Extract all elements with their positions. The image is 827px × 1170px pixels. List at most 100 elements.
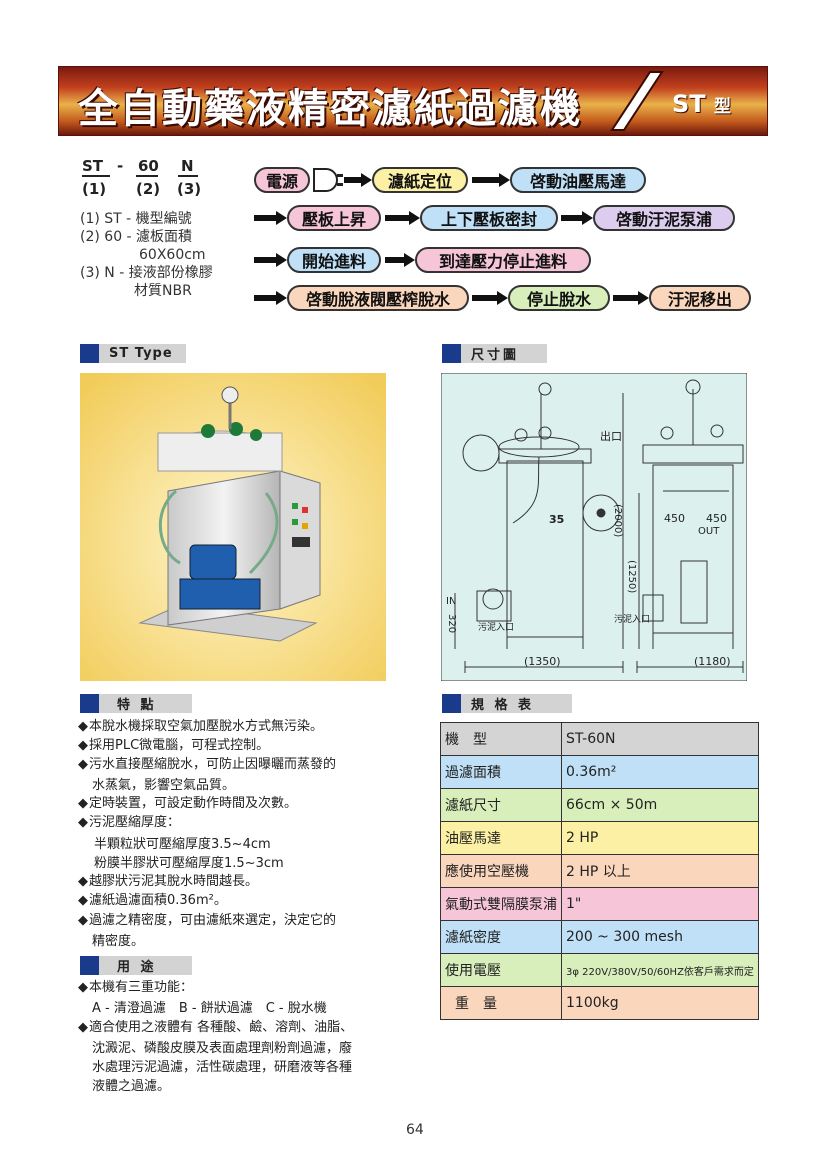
feature-text: 污水直接壓縮脫水，可防止因曝曬而蒸發的 xyxy=(89,757,337,772)
spec-key: 油壓馬達 xyxy=(440,821,562,855)
feature-item: ◆濾紙過濾面積0.36m²。 xyxy=(78,891,227,910)
flow-start-hydraulic-motor: 啓動油壓馬達 xyxy=(510,167,646,193)
drawing-label-outlet: 出口 xyxy=(600,430,622,443)
bullet-icon: ◆ xyxy=(78,913,88,928)
flow-stop-dewater: 停止脫水 xyxy=(508,285,610,311)
page-number: 64 xyxy=(406,1122,424,1138)
feature-item: ◆越膠狀污泥其脫水時間越長。 xyxy=(78,872,258,891)
spec-key: 濾紙密度 xyxy=(440,920,562,954)
flow-paper-position: 濾紙定位 xyxy=(372,167,468,193)
spec-key: 濾紙尺寸 xyxy=(440,788,562,822)
spec-key: 應使用空壓機 xyxy=(440,854,562,888)
usage-item: ◆本機有三重功能： xyxy=(78,978,193,997)
spec-key: 使用電壓 xyxy=(440,953,562,987)
feature-item: ◆定時裝置，可設定動作時間及次數。 xyxy=(78,794,297,813)
spec-value: 200 ~ 300 mesh xyxy=(561,920,759,954)
usage-continued: 水處理污泥過濾，活性碳處理，研磨液等各種 xyxy=(92,1060,353,1075)
spec-key: 氣動式雙隔膜泵浦 xyxy=(440,887,562,921)
section-marker-icon xyxy=(442,694,461,713)
section-marker-icon xyxy=(442,344,461,363)
drawing-label-2000: (2000) xyxy=(612,504,623,538)
section-spec-label: 規 格 表 xyxy=(471,698,535,713)
spec-value: ST-60N xyxy=(561,722,759,756)
feature-text: 定時裝置，可設定動作時間及次數。 xyxy=(89,796,298,811)
underline xyxy=(178,175,198,177)
drawing-label-450a: 450 xyxy=(664,512,685,525)
model-code-st: ST xyxy=(82,157,104,175)
bullet-icon: ◆ xyxy=(78,815,88,830)
spec-key: 機 型 xyxy=(440,722,562,756)
underline xyxy=(82,175,110,177)
drawing-label-1350: (1350) xyxy=(524,655,561,668)
flow-plate-seal: 上下壓板密封 xyxy=(420,205,558,231)
model-legend-2: (2) 60 - 濾板面積 xyxy=(80,229,193,245)
feature-text: 越膠狀污泥其脫水時間越長。 xyxy=(89,874,259,889)
feature-continued: 粉膜半膠狀可壓縮厚度1.5~3cm xyxy=(94,856,284,871)
feature-item: ◆過濾之精密度，可由濾紙來選定，決定它的 xyxy=(78,911,336,930)
flow-arrow xyxy=(472,173,510,187)
spec-value: 3φ 220V/380V/50/60HZ依客戶需求而定 xyxy=(561,953,759,987)
flow-arrow xyxy=(613,291,649,305)
flow-arrow xyxy=(344,173,372,187)
bullet-icon: ◆ xyxy=(78,893,88,908)
section-marker-icon xyxy=(80,956,99,975)
usage-text: 適合使用之液體有 各種酸、鹼、溶劑、油脂、 xyxy=(89,1020,354,1035)
drawing-label-320: 320 xyxy=(446,614,457,634)
flow-arrow xyxy=(472,291,508,305)
section-st-type: ST Type xyxy=(80,344,186,363)
feature-text: 濾紙過濾面積0.36m²。 xyxy=(89,893,227,908)
banner-slash-icon xyxy=(610,71,664,131)
bullet-icon: ◆ xyxy=(78,738,88,753)
flow-start-feed: 開始進料 xyxy=(287,247,381,273)
model-legend-5: 材質NBR xyxy=(134,283,192,299)
product-photo xyxy=(80,373,386,681)
feature-item: ◆採用PLC微電腦，可程式控制。 xyxy=(78,736,269,755)
section-features-label: 特 點 xyxy=(117,698,157,713)
bullet-icon: ◆ xyxy=(78,1020,88,1035)
model-name: ST xyxy=(672,90,706,118)
model-legend-4: (3) N - 接液部份橡膠 xyxy=(80,265,213,281)
drawing-label-450b: 450 xyxy=(706,512,727,525)
usage-item: ◆適合使用之液體有 各種酸、鹼、溶劑、油脂、 xyxy=(78,1018,353,1037)
drawing-label-1180: (1180) xyxy=(694,655,731,668)
spec-value: 2 HP 以上 xyxy=(561,854,759,888)
flow-plate-rise: 壓板上昇 xyxy=(287,205,381,231)
model-index-3: (3) xyxy=(177,180,202,198)
spec-value: 1100kg xyxy=(561,986,759,1020)
section-features: 特 點 xyxy=(80,694,192,713)
bullet-icon: ◆ xyxy=(78,757,88,772)
drawing-label-1250: (1250) xyxy=(626,560,637,594)
drawing-label-out: OUT xyxy=(698,526,720,537)
model-badge: ST 型 xyxy=(672,90,731,118)
usage-continued: 液體之過濾。 xyxy=(92,1079,171,1094)
page-title: 全自動藥液精密濾紙過濾機 xyxy=(78,86,582,132)
spec-value: 1" xyxy=(561,887,759,921)
model-legend-1: (1) ST - 機型編號 xyxy=(80,211,192,227)
spec-key: 重 量 xyxy=(440,986,562,1020)
bullet-icon: ◆ xyxy=(78,796,88,811)
bullet-icon: ◆ xyxy=(78,719,88,734)
spec-value: 66cm × 50m xyxy=(561,788,759,822)
flow-arrow xyxy=(561,211,593,225)
drawing-label-inlet-left: 污泥入口 xyxy=(478,623,515,633)
underline xyxy=(136,175,158,177)
section-marker-icon xyxy=(80,694,99,713)
feature-text: 採用PLC微電腦，可程式控制。 xyxy=(89,738,270,753)
feature-text: 過濾之精密度，可由濾紙來選定，決定它的 xyxy=(89,913,337,928)
model-suffix: 型 xyxy=(714,97,732,117)
section-usage-label: 用 途 xyxy=(117,960,157,975)
spec-key: 過濾面積 xyxy=(440,755,562,789)
bullet-icon: ◆ xyxy=(78,980,88,995)
feature-item: ◆本脫水機採取空氣加壓脫水方式無污染。 xyxy=(78,717,323,736)
section-marker-icon xyxy=(80,344,99,363)
flow-arrow xyxy=(385,211,420,225)
spec-value: 2 HP xyxy=(561,821,759,855)
model-index-1: (1) xyxy=(82,180,107,198)
drawing-label-inlet-right: 污泥入口 xyxy=(614,615,651,625)
